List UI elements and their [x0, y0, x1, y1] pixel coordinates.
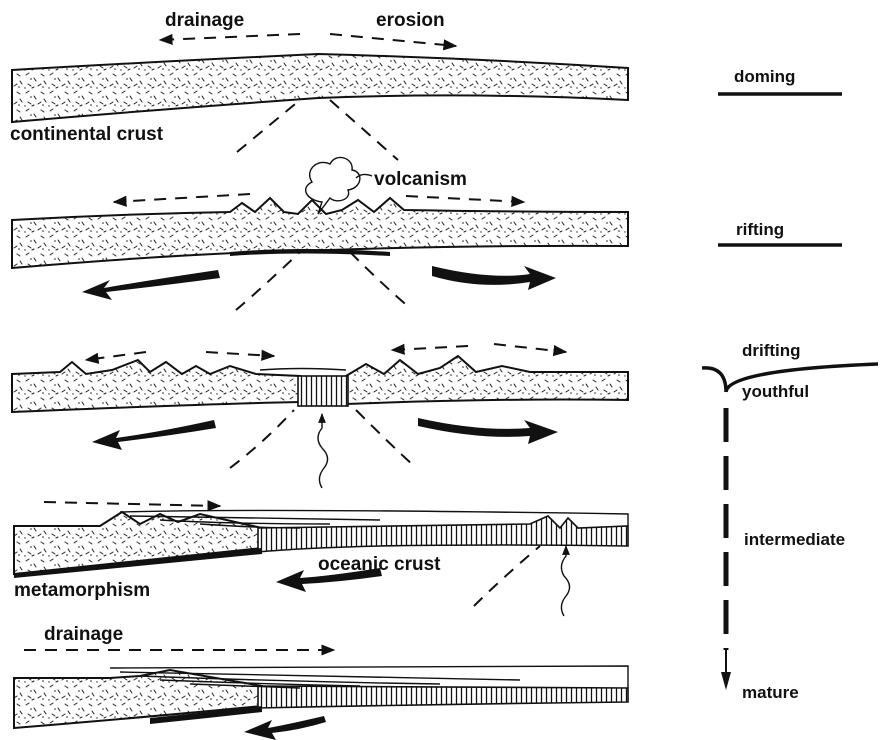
mantle-outline	[474, 546, 540, 606]
panel-doming: drainage erosion continental crust	[10, 10, 628, 160]
volcanism-label: volcanism	[374, 169, 467, 190]
drainage-label: drainage	[44, 624, 123, 645]
erosion-arrow	[330, 34, 456, 46]
drainage-arrow-a	[86, 352, 146, 360]
crust-block-right	[346, 356, 628, 404]
crust-block-left	[12, 360, 300, 412]
drainage-arrow-b	[206, 352, 274, 356]
drainage-arrow-c	[392, 346, 468, 350]
stage-youthful-label: youthful	[742, 382, 809, 401]
drainage-label: drainage	[165, 10, 244, 31]
stage-intermediate-label: intermediate	[744, 530, 845, 549]
stage-progression-arrowhead	[721, 672, 731, 690]
panel-mature: drainage	[14, 624, 628, 740]
new-oceanic-crust	[298, 376, 348, 406]
drainage-arrow	[44, 502, 220, 506]
metamorphism-label: metamorphism	[14, 580, 150, 601]
panel-rifting: volcanism	[12, 157, 628, 310]
stage-doming-label: doming	[734, 67, 795, 86]
erosion-label: erosion	[376, 10, 445, 31]
plate-motion-arrow	[244, 716, 326, 740]
drainage-arrow-d	[494, 344, 566, 352]
magma-rise-arrow	[561, 546, 569, 616]
panel-drifting	[12, 344, 628, 488]
drainage-arrow	[160, 34, 300, 40]
continental-crust-label: continental crust	[10, 124, 164, 145]
magma-rise-arrow	[318, 414, 328, 488]
oceanic-crust-label: oceanic crust	[318, 554, 441, 575]
spreading-arrow-left	[82, 270, 220, 300]
stage-legend: doming rifting drifting youthful interme…	[702, 67, 878, 702]
spreading-arrow-left	[92, 420, 216, 450]
drainage-arrow-left	[114, 194, 250, 202]
stage-drifting-label: drifting	[742, 341, 801, 360]
stage-mature-label: mature	[742, 683, 799, 702]
continental-crust-slab	[12, 54, 628, 122]
oceanic-crust-layer	[258, 516, 628, 552]
spreading-arrow-right	[432, 266, 556, 290]
spreading-arrow-right	[418, 418, 558, 444]
drainage-arrow-right	[406, 196, 524, 202]
panel-intermediate: oceanic crust metamorphism	[14, 502, 628, 616]
mature-oceanic-crust	[258, 686, 628, 708]
mantle-upwelling-outline	[236, 252, 410, 310]
stage-rifting-label: rifting	[736, 220, 784, 239]
sea-surface	[260, 369, 346, 371]
mantle-dome-outline	[237, 100, 398, 160]
